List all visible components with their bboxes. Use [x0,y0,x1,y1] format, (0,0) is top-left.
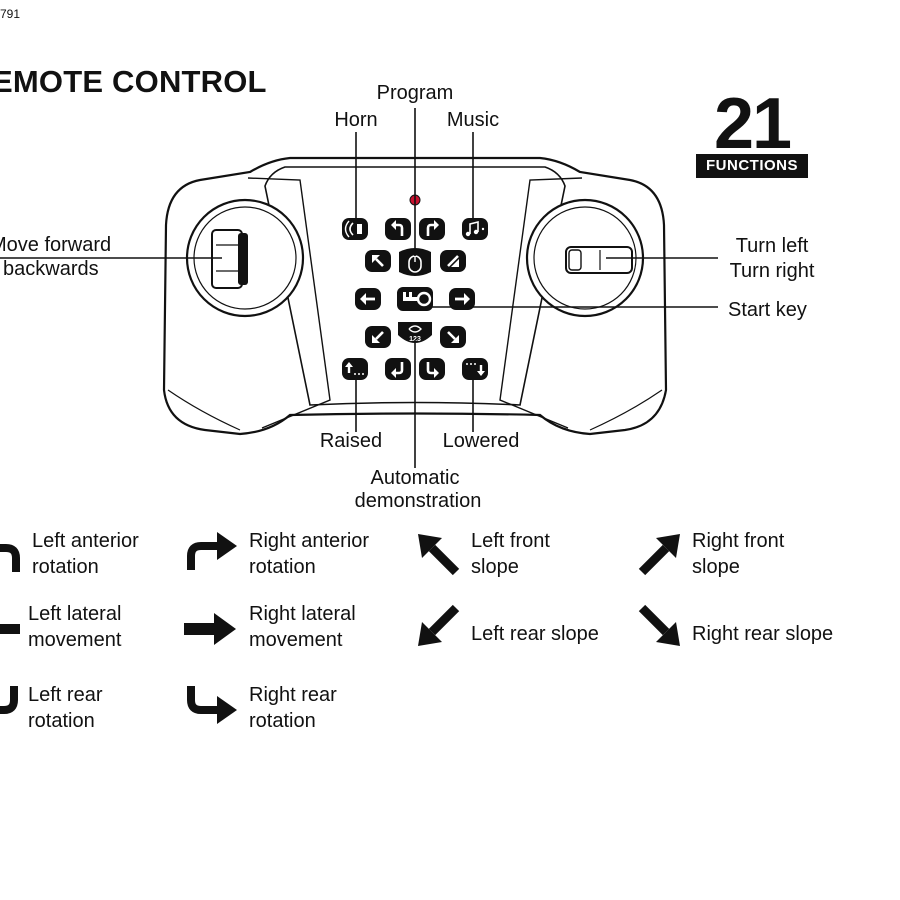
left-front-slope-button[interactable] [365,250,391,272]
callout-leader-lines [0,108,718,468]
legend-label-left-rear-slope: Left rear slope [471,623,599,645]
page-title: EMOTE CONTROL [0,64,267,99]
legend-label-right-rear-slope: Right rear slope [692,623,834,645]
automatic-demonstration-label-line2: demonstration [354,490,482,512]
backwards-label: backwards [3,258,99,280]
automatic-demonstration-label-line1: Automatic [370,467,460,489]
page-code: 791 [0,7,21,21]
left-rear-rotation-button[interactable] [385,358,411,380]
move-forward-label: Move forward [0,234,112,256]
horn-label: Horn [334,109,378,131]
badge-number: 21 [713,84,792,164]
functions-badge: 21 FUNCTIONS [696,84,808,178]
demo-number-label: 123 [409,336,421,343]
program-button[interactable] [399,248,431,276]
lowered-button[interactable] [462,358,488,380]
curved-arrow-down-left-icon [0,686,18,714]
arrow-down-right-icon [638,604,680,646]
start-key-button[interactable] [397,287,433,311]
arrow-left-icon [0,624,20,634]
horn-button[interactable] [342,218,368,240]
arrow-right-icon [184,613,236,645]
controller-body [162,156,668,436]
start-key-label: Start key [728,299,807,321]
curved-arrow-up-left-icon [0,544,20,572]
arrow-up-left-icon [418,534,460,576]
remote-control-diagram: 123 [0,108,718,468]
right-anterior-rotation-button[interactable] [419,218,445,240]
turn-right-label: Turn right [729,260,815,282]
right-joystick[interactable] [525,198,645,318]
left-rear-slope-button[interactable] [365,326,391,348]
music-label: Music [446,109,500,131]
turn-left-label: Turn left [735,235,809,257]
music-button[interactable] [462,218,488,240]
automatic-demonstration-button[interactable]: 123 [398,322,432,343]
right-front-slope-button[interactable] [440,250,466,272]
raised-button[interactable] [342,358,368,380]
right-rear-rotation-button[interactable] [419,358,445,380]
badge-label: FUNCTIONS [696,154,808,178]
arrow-up-right-icon [638,534,680,576]
program-label: Program [376,82,454,104]
curved-arrow-up-right-icon [187,532,237,570]
lowered-label: Lowered [442,430,520,452]
curved-arrow-down-right-icon [187,686,237,724]
right-lateral-movement-button[interactable] [449,288,475,310]
raised-label: Raised [319,430,383,452]
left-lateral-movement-button[interactable] [355,288,381,310]
right-rear-slope-button[interactable] [440,326,466,348]
left-anterior-rotation-button[interactable] [385,218,411,240]
arrow-down-left-icon [418,604,460,646]
